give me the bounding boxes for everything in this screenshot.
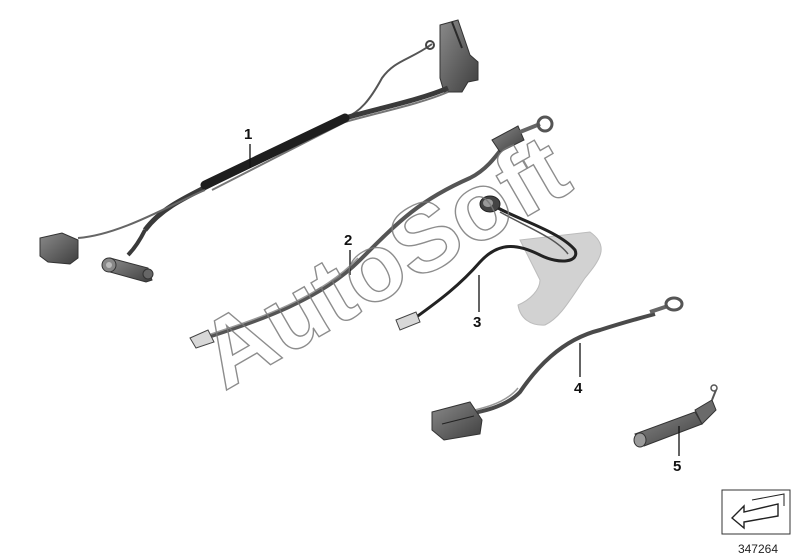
callout-2: 2 [344, 232, 353, 249]
leader-lines [249, 144, 680, 456]
callout-1: 1 [244, 126, 253, 143]
diagram-id: 347264 [737, 542, 778, 556]
callout-5: 5 [673, 458, 682, 475]
part-5-sensor-probe[interactable] [633, 384, 718, 448]
part-2-cable[interactable] [189, 115, 554, 349]
callout-4: 4 [574, 380, 583, 397]
part-4-cable-with-connector[interactable] [431, 296, 684, 441]
callout-3: 3 [473, 314, 482, 331]
watermark: AutoSoft [182, 114, 586, 409]
part-3-cable-with-bracket[interactable] [395, 195, 602, 331]
next-page-arrow-icon[interactable] [721, 489, 791, 535]
part-1-wiring-harness[interactable] [39, 19, 479, 283]
